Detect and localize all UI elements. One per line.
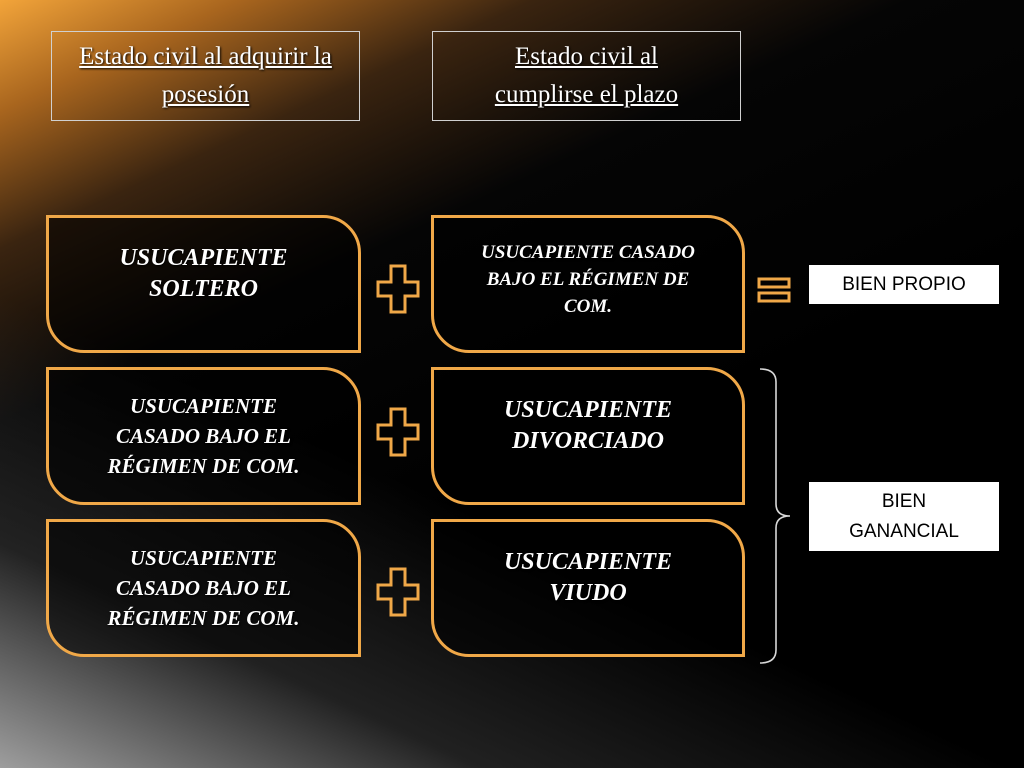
node-row2-right: USUCAPIENTE DIVORCIADO	[431, 367, 745, 505]
plus-icon	[376, 407, 420, 457]
node-row1-right: USUCAPIENTE CASADO BAJO EL RÉGIMEN DE CO…	[431, 215, 745, 353]
right-brace-icon	[759, 368, 791, 664]
node-row1-left: USUCAPIENTE SOLTERO	[46, 215, 361, 353]
result-bien-propio-text: BIEN PROPIO	[842, 273, 966, 295]
header-estado-civil-adquirir: Estado civil al adquirir la posesión	[51, 31, 360, 121]
header-right-text: Estado civil al cumplirse el plazo	[494, 43, 679, 108]
node-row2-right-text: USUCAPIENTE DIVORCIADO	[503, 397, 673, 454]
node-row1-left-text: USUCAPIENTE SOLTERO	[119, 245, 288, 302]
node-row1-right-text: USUCAPIENTE CASADO BAJO EL RÉGIMEN DE CO…	[481, 241, 695, 317]
result-bien-ganancial-text: BIEN GANANCIAL	[849, 490, 959, 542]
plus-icon	[376, 567, 420, 617]
equals-icon	[757, 277, 791, 303]
node-row2-left-text: USUCAPIENTE CASADO BAJO EL RÉGIMEN DE CO…	[107, 394, 300, 478]
result-bien-ganancial: BIEN GANANCIAL	[809, 482, 999, 551]
header-left-text: Estado civil al adquirir la posesión	[79, 43, 332, 108]
result-bien-propio: BIEN PROPIO	[809, 265, 999, 304]
plus-icon	[376, 264, 420, 314]
node-row3-right-text: USUCAPIENTE VIUDO	[503, 549, 673, 606]
header-estado-civil-plazo: Estado civil al cumplirse el plazo	[432, 31, 741, 121]
node-row3-left-text: USUCAPIENTE CASADO BAJO EL RÉGIMEN DE CO…	[107, 546, 300, 630]
node-row3-right: USUCAPIENTE VIUDO	[431, 519, 745, 657]
node-row3-left: USUCAPIENTE CASADO BAJO EL RÉGIMEN DE CO…	[46, 519, 361, 657]
node-row2-left: USUCAPIENTE CASADO BAJO EL RÉGIMEN DE CO…	[46, 367, 361, 505]
